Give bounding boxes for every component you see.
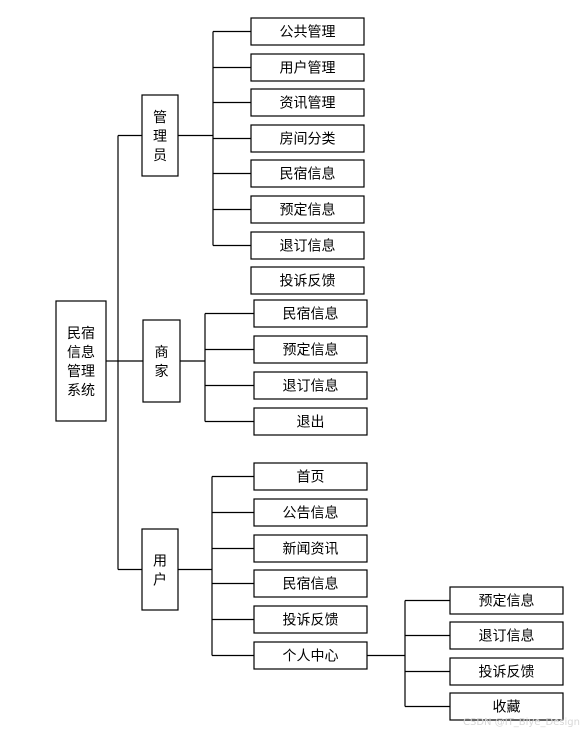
role-2-item-2-label: 新闻资讯: [283, 542, 339, 558]
role-0-item-5-label: 预定信息: [280, 202, 336, 219]
role-1-item-0-label: 投诉反馈: [280, 274, 336, 290]
role-2-item-2: 新闻资讯: [253, 534, 368, 563]
personal-center-item-2-label: 投诉反馈: [479, 665, 535, 681]
role-1-item-2: 预定信息: [253, 335, 368, 364]
role-1-item-1-label: 民宿信息: [283, 306, 339, 323]
role-2-item-5-label: 个人中心: [283, 649, 339, 665]
role-0-item-5: 预定信息: [250, 195, 365, 224]
role-2-item-4-label: 投诉反馈: [283, 613, 339, 629]
root-node-label: 民宿信息管理系统: [67, 325, 95, 399]
personal-center-item-2: 投诉反馈: [449, 657, 564, 686]
role-node-1-label: 商家: [155, 345, 169, 380]
personal-center-item-3: 收藏: [449, 692, 564, 721]
role-node-1: 商家: [142, 319, 181, 403]
role-0-item-0: 公共管理: [250, 17, 365, 46]
role-node-2-label: 用户: [153, 554, 167, 589]
personal-center-item-0: 预定信息: [449, 586, 564, 615]
role-2-item-1: 公告信息: [253, 498, 368, 527]
personal-center-item-1: 退订信息: [449, 621, 564, 650]
role-0-item-6: 退订信息: [250, 231, 365, 260]
role-node-2: 用户: [141, 528, 179, 611]
connector-lines: [106, 30, 450, 708]
role-1-item-4: 退出: [253, 407, 368, 436]
role-2-item-5: 个人中心: [253, 641, 368, 670]
node-boxes: 民宿信息管理系统管理员公共管理用户管理资讯管理房间分类民宿信息预定信息退订信息商…: [55, 17, 564, 721]
root-node: 民宿信息管理系统: [55, 300, 107, 422]
role-node-0: 管理员: [141, 94, 179, 177]
role-0-item-3-label: 房间分类: [280, 132, 336, 148]
role-0-item-2: 资讯管理: [250, 88, 365, 117]
role-0-item-1: 用户管理: [250, 53, 365, 82]
role-0-item-4-label: 民宿信息: [280, 166, 336, 183]
role-0-item-3: 房间分类: [250, 124, 365, 153]
role-2-item-4: 投诉反馈: [253, 605, 368, 634]
role-1-item-4-label: 退出: [297, 415, 325, 431]
role-0-item-2-label: 资讯管理: [280, 96, 336, 112]
role-2-item-0: 首页: [253, 462, 368, 491]
role-node-0-label: 管理员: [153, 110, 167, 164]
watermark: CSDN @IT_Biye_Design: [463, 717, 580, 728]
role-2-item-3: 民宿信息: [253, 569, 368, 598]
personal-center-item-3-label: 收藏: [493, 700, 521, 716]
personal-center-item-1-label: 退订信息: [479, 628, 535, 645]
role-1-item-2-label: 预定信息: [283, 342, 339, 359]
role-1-item-0: 投诉反馈: [250, 266, 365, 295]
role-0-item-4: 民宿信息: [250, 159, 365, 188]
role-2-item-1-label: 公告信息: [283, 505, 339, 522]
role-1-item-3-label: 退订信息: [283, 378, 339, 395]
role-0-item-1-label: 用户管理: [280, 60, 336, 77]
role-1-item-1: 民宿信息: [253, 299, 368, 328]
role-2-item-3-label: 民宿信息: [283, 576, 339, 593]
role-1-item-3: 退订信息: [253, 371, 368, 400]
role-0-item-6-label: 退订信息: [280, 238, 336, 255]
role-0-item-0-label: 公共管理: [280, 25, 336, 41]
personal-center-item-0-label: 预定信息: [479, 593, 535, 610]
role-2-item-0-label: 首页: [297, 470, 325, 486]
